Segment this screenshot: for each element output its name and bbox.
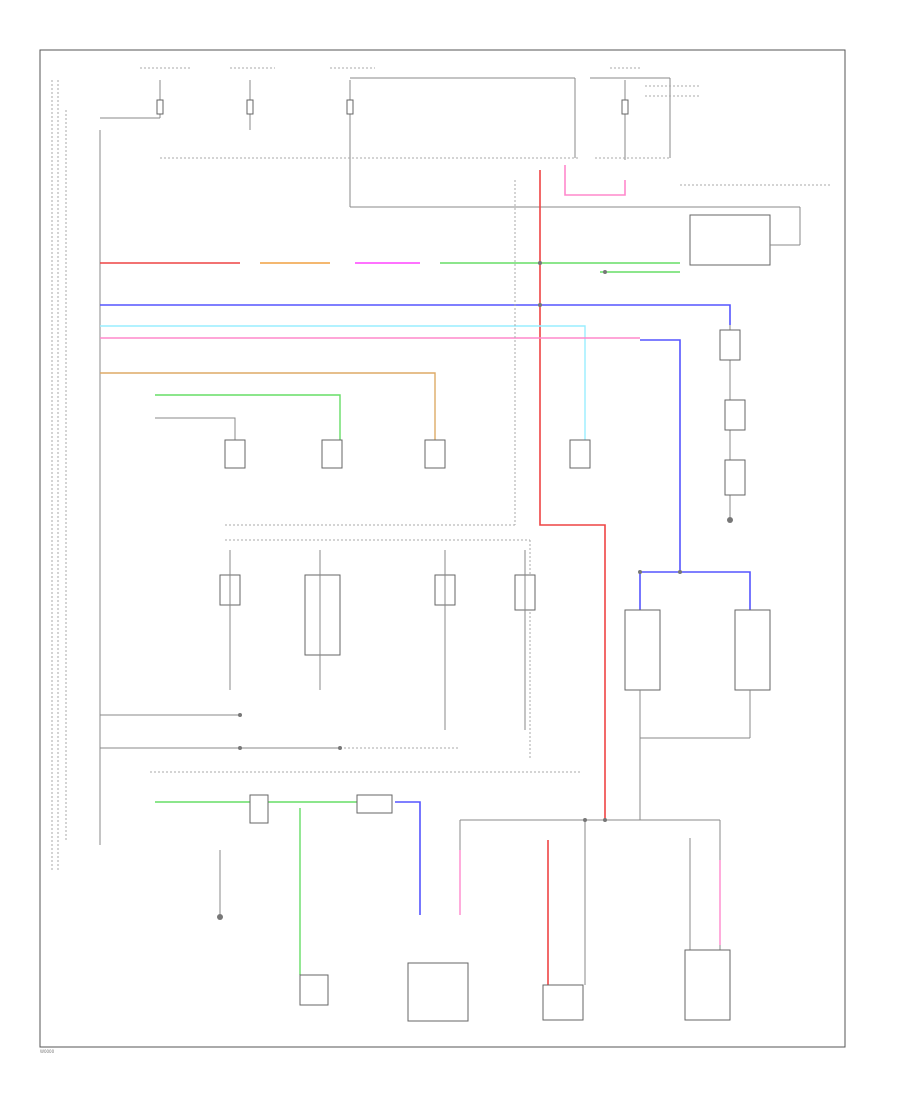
signal-wire-blue bbox=[100, 304, 751, 915]
interior-lamp-group bbox=[219, 550, 536, 730]
fuse-icon bbox=[156, 99, 164, 115]
switch-icon bbox=[719, 329, 741, 361]
ground-icon bbox=[217, 914, 223, 920]
footer-code: W0000 bbox=[40, 1049, 55, 1054]
lamp-icon bbox=[734, 609, 771, 691]
switch-icon bbox=[424, 439, 446, 469]
switch-icon bbox=[299, 974, 329, 1006]
relay-icon bbox=[684, 949, 731, 1021]
label-ticks bbox=[140, 67, 700, 97]
right-lamp-group bbox=[624, 609, 771, 820]
bottom-component-row bbox=[299, 819, 731, 1022]
power-wire-red bbox=[100, 165, 680, 820]
switch-icon bbox=[321, 439, 343, 469]
body-ecu-block bbox=[349, 160, 830, 266]
relay-icon bbox=[542, 984, 584, 1021]
switch-icon bbox=[569, 439, 591, 469]
switch-icon bbox=[724, 399, 746, 431]
fuse-icon bbox=[621, 99, 629, 115]
right-switch-column bbox=[719, 325, 746, 520]
relay-icon bbox=[304, 574, 341, 656]
signal-wire-green-lower bbox=[155, 794, 393, 975]
fuse-icon bbox=[246, 99, 254, 115]
instrument-panel-connector-strip bbox=[51, 80, 101, 870]
top-fuse-group bbox=[100, 77, 671, 160]
door-switch-row bbox=[224, 439, 591, 469]
lamp-icon bbox=[407, 962, 469, 1022]
lamp-icon bbox=[624, 609, 661, 691]
connector-icon bbox=[249, 794, 269, 824]
door-switch-feeds bbox=[100, 372, 436, 440]
diagram-frame bbox=[39, 49, 846, 1048]
switch-icon bbox=[724, 459, 746, 496]
lower-bus bbox=[100, 714, 580, 773]
ground-icon bbox=[727, 517, 733, 523]
switch-icon bbox=[224, 439, 246, 469]
connector-icon bbox=[356, 794, 393, 814]
ground-bus bbox=[225, 180, 531, 760]
signal-wire-cyan-pink bbox=[100, 325, 640, 440]
fuse-icon bbox=[346, 99, 354, 115]
ground-symbols bbox=[217, 517, 733, 920]
relay-icon bbox=[689, 214, 771, 266]
junction-dots bbox=[238, 261, 682, 822]
